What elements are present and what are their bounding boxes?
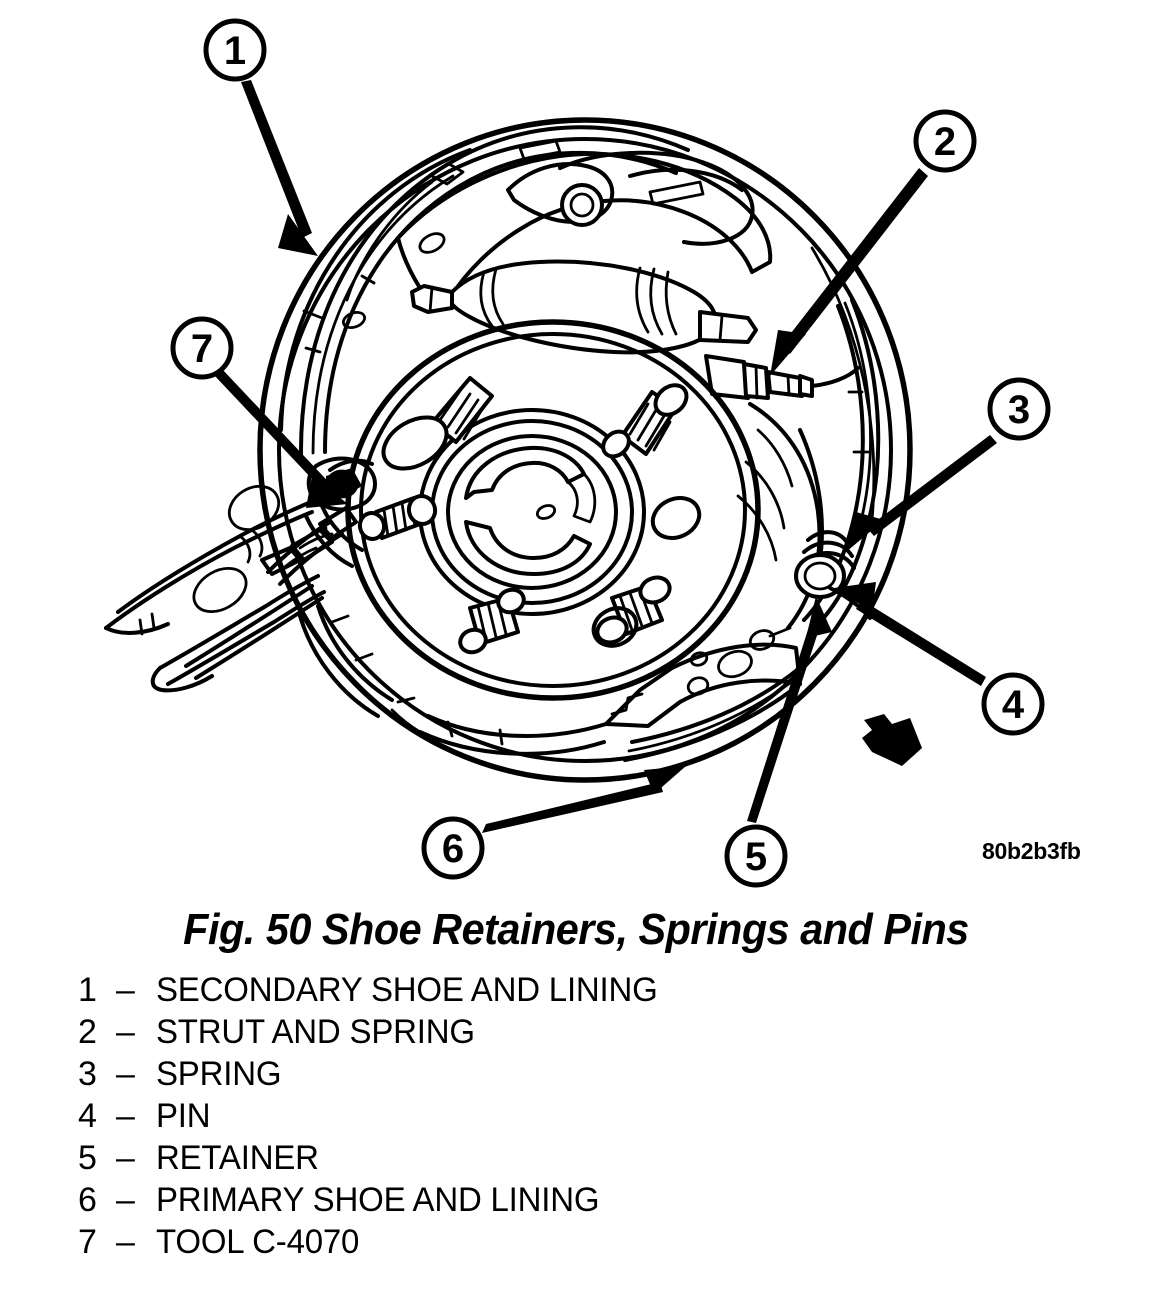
wheel-studs <box>357 376 702 655</box>
legend-label: SPRING <box>156 1055 282 1093</box>
callout-bubbles: 1 2 3 4 5 6 7 <box>170 18 1051 888</box>
legend-label: STRUT AND SPRING <box>156 1013 475 1051</box>
parking-brake-lever <box>506 150 755 246</box>
callout-5: 5 <box>724 824 788 888</box>
spring-retainer-pin-cluster <box>748 530 872 651</box>
legend-number: 1 <box>78 971 97 1009</box>
callout-2: 2 <box>913 109 977 173</box>
legend-separator: – <box>116 1223 135 1261</box>
legend-number: 4 <box>78 1097 97 1135</box>
callout-3: 3 <box>987 377 1051 441</box>
legend-separator: – <box>116 1055 135 1093</box>
callout-4: 4 <box>981 672 1045 736</box>
legend-label: PRIMARY SHOE AND LINING <box>156 1181 600 1219</box>
legend-label: SECONDARY SHOE AND LINING <box>156 971 658 1009</box>
legend-separator: – <box>116 1181 135 1219</box>
legend-item-6: 6 – PRIMARY SHOE AND LINING <box>0 1179 1152 1221</box>
callout-6: 6 <box>421 816 485 880</box>
legend-item-5: 5 – RETAINER <box>0 1137 1152 1179</box>
legend-separator: – <box>116 1139 135 1177</box>
callout-4-number: 4 <box>1002 683 1025 727</box>
legend-item-7: 7 – TOOL C-4070 <box>0 1221 1152 1263</box>
legend-number: 6 <box>78 1181 97 1219</box>
legend-number: 2 <box>78 1013 97 1051</box>
figure-illustration: .ln { fill:none; stroke:#000; stroke-wid… <box>104 18 1051 888</box>
backing-plate <box>257 117 913 783</box>
callout-leaders <box>214 80 997 833</box>
right-shoe-region <box>736 402 824 630</box>
legend-label: RETAINER <box>156 1139 319 1177</box>
legend-number: 7 <box>78 1223 97 1261</box>
legend-number: 3 <box>78 1055 97 1093</box>
direction-arrow <box>862 714 922 766</box>
legend-separator: – <box>116 1097 135 1135</box>
callout-7-number: 7 <box>191 327 213 371</box>
legend-item-1: 1 – SECONDARY SHOE AND LINING <box>0 969 1152 1011</box>
legend-item-2: 2 – STRUT AND SPRING <box>0 1011 1152 1053</box>
callout-5-number: 5 <box>745 835 767 879</box>
secondary-shoe-web <box>341 152 773 329</box>
strut-and-spring <box>410 259 860 400</box>
primary-shoe-and-lining <box>298 604 802 762</box>
callout-1: 1 <box>203 18 267 82</box>
callout-1-number: 1 <box>224 29 246 73</box>
figure-caption-block: Fig. 50 Shoe Retainers, Springs and Pins… <box>0 905 1152 1263</box>
legend-number: 5 <box>78 1139 97 1177</box>
callout-3-number: 3 <box>1008 388 1030 432</box>
callout-7: 7 <box>170 316 234 380</box>
callout-2-number: 2 <box>934 120 956 164</box>
legend-item-3: 3 – SPRING <box>0 1053 1152 1095</box>
secondary-shoe-and-lining <box>298 125 690 457</box>
hand-with-tool-c4070 <box>104 458 374 693</box>
legend-label: PIN <box>156 1097 211 1135</box>
drawing-reference-code: 80b2b3fb <box>982 838 1081 864</box>
figure-title: Fig. 50 Shoe Retainers, Springs and Pins <box>183 905 969 954</box>
legend-label: TOOL C-4070 <box>156 1223 360 1261</box>
callout-6-number: 6 <box>442 827 464 871</box>
figure-legend: 1 – SECONDARY SHOE AND LINING 2 – STRUT … <box>0 969 1152 1263</box>
legend-separator: – <box>116 1013 135 1051</box>
legend-item-4: 4 – PIN <box>0 1095 1152 1137</box>
legend-separator: – <box>116 971 135 1009</box>
